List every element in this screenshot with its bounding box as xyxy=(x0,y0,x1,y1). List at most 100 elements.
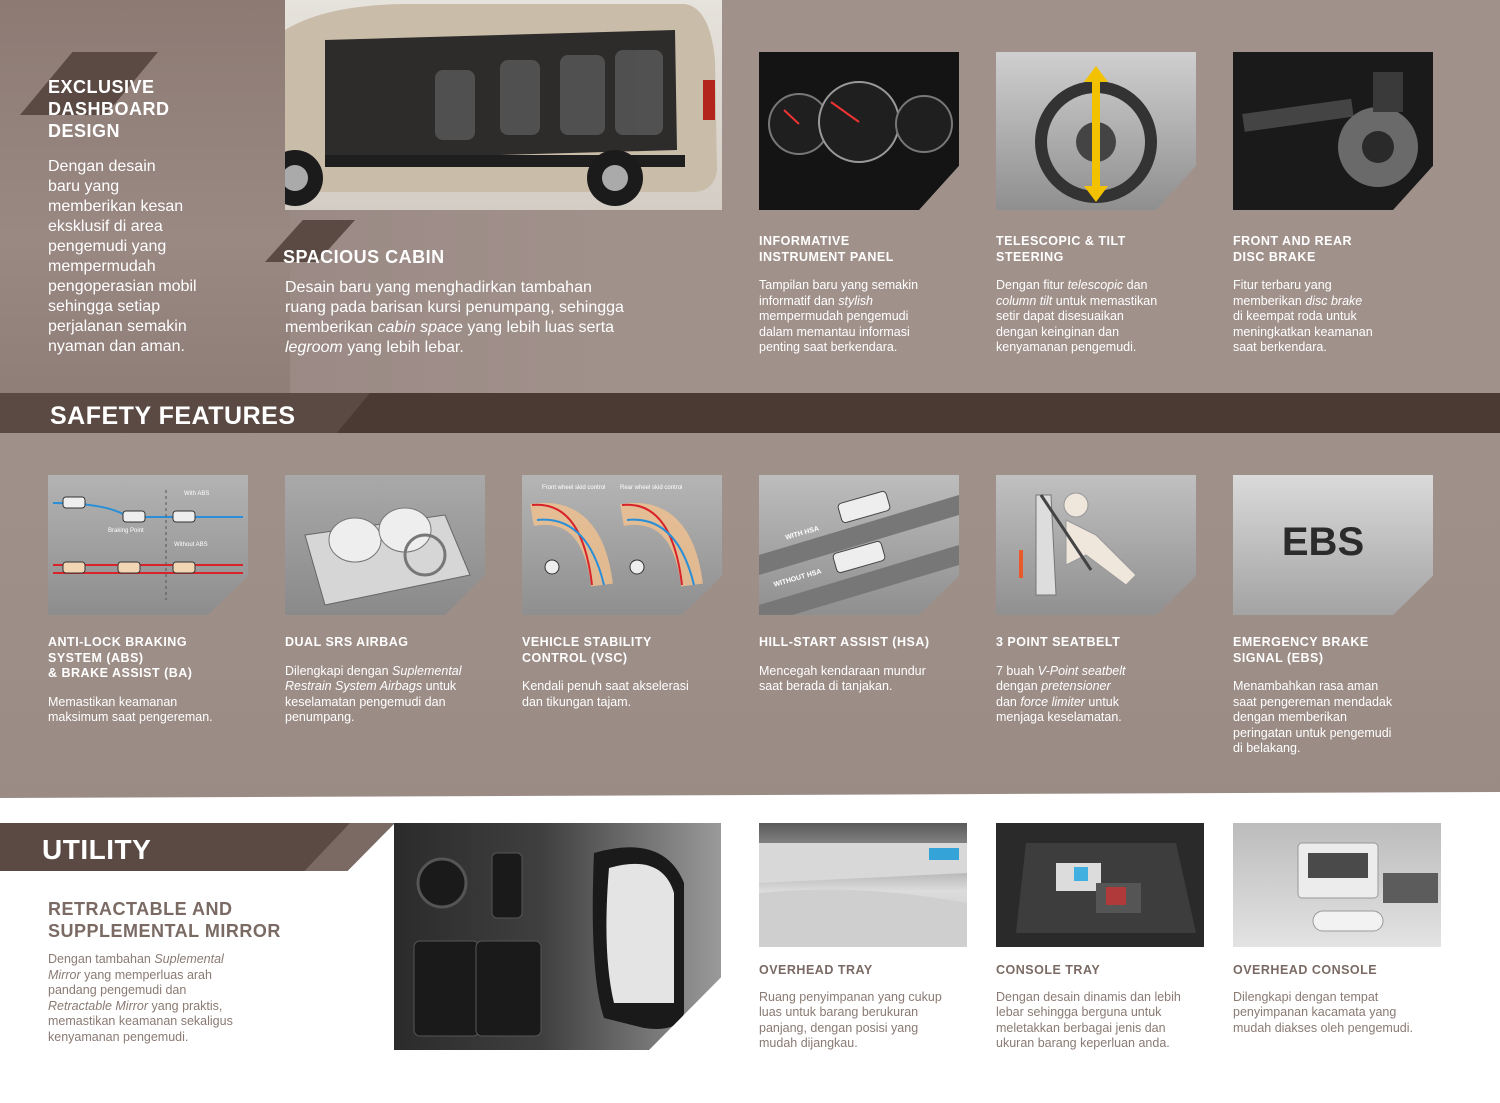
feature-desc-line: Mencegah kendaraan mundur xyxy=(759,663,926,678)
utility-heading: UTILITY xyxy=(42,834,152,865)
feature-desc-line: penting saat berkendara. xyxy=(759,340,898,354)
feature-desc-line: Fitur terbaru yang xyxy=(1233,278,1332,292)
abs-illustration: With ABS Braking Point Without ABS xyxy=(48,475,248,615)
feature-desc-line: mudah dijangkau. xyxy=(759,1036,858,1050)
airbag-feature: DUAL SRS AIRBAG Dilengkapi dengan Suplem… xyxy=(285,635,505,726)
abs-braking-label: Braking Point xyxy=(108,528,144,534)
console-tray-photo xyxy=(996,823,1204,947)
disc-brake-feature: FRONT AND REAR DISC BRAKE Fitur terbaru … xyxy=(1233,234,1443,356)
cabin-desc-line: ruang pada barisan kursi penumpang, sehi… xyxy=(285,299,624,316)
console-tray-feature: CONSOLE TRAY Dengan desain dinamis dan l… xyxy=(996,963,1226,1052)
feature-title-line: ANTI-LOCK BRAKING xyxy=(48,635,188,649)
feature-desc-line: column tilt untuk memastikan xyxy=(996,293,1158,308)
mirror-photo xyxy=(394,823,721,1050)
overhead-console-feature: OVERHEAD CONSOLE Dilengkapi dengan tempa… xyxy=(1233,963,1463,1036)
feature-desc-line: mudah diakses oleh pengemudi. xyxy=(1233,1020,1413,1035)
feature-desc-line: peringatan untuk pengemudi xyxy=(1233,725,1392,740)
dashboard-title-line: EXCLUSIVE xyxy=(48,77,155,97)
airbag-illustration xyxy=(285,475,485,615)
feature-desc-line: dengan keinginan dan xyxy=(996,324,1120,339)
seatbelt-illustration xyxy=(996,475,1196,615)
feature-desc-line: Restrain System Airbags untuk xyxy=(285,679,457,693)
feature-desc-line: Dilengkapi dengan Suplemental xyxy=(285,663,462,678)
feature-desc-line: Dilengkapi dengan tempat xyxy=(1233,989,1379,1004)
feature-desc-line: kenyamanan pengemudi. xyxy=(48,1029,189,1044)
feature-desc-line: Menambahkan rasa aman xyxy=(1233,679,1379,693)
feature-desc-line: menjaga keselamatan. xyxy=(996,710,1122,724)
feature-desc-line: meningkatkan keamanan xyxy=(1233,324,1373,339)
overhead-tray-photo xyxy=(759,823,967,947)
cabin-desc-line: Desain baru yang menghadirkan tambahan xyxy=(285,279,592,296)
safety-heading: SAFETY FEATURES xyxy=(50,402,296,430)
feature-title-line: 3 POINT SEATBELT xyxy=(996,635,1121,649)
feature-desc-line: Kendali penuh saat akselerasi xyxy=(522,679,689,693)
abs-feature: ANTI-LOCK BRAKING SYSTEM (ABS) & BRAKE A… xyxy=(48,635,268,726)
feature-desc-line: mempermudah pengemudi xyxy=(759,309,909,323)
dashboard-desc-line: memberikan kesan xyxy=(48,198,184,215)
dashboard-desc-line: Dengan desain xyxy=(48,158,156,175)
feature-desc-line: 7 buah V-Point seatbelt xyxy=(996,663,1126,678)
dashboard-desc-line: pengoperasian mobil xyxy=(48,278,197,295)
mirror-description: Dengan tambahan Suplemental Mirror yang … xyxy=(48,952,348,1045)
feature-desc-line: saat berada di tanjakan. xyxy=(759,679,893,693)
dashboard-desc-line: sehingga setiap xyxy=(48,298,161,315)
dashboard-title-line: DESIGN xyxy=(48,121,121,141)
feature-title-line: SIGNAL (EBS) xyxy=(1233,650,1324,665)
feature-desc-line: panjang, dengan posisi yang xyxy=(759,1020,919,1035)
cabin-title: SPACIOUS CABIN xyxy=(283,247,445,267)
instrument-panel-feature: INFORMATIVE INSTRUMENT PANEL Tampilan ba… xyxy=(759,234,959,356)
feature-desc-line: dan force limiter untuk xyxy=(996,694,1119,709)
feature-desc-line: Retractable Mirror yang praktis, xyxy=(48,998,223,1013)
feature-desc-line: dan tikungan tajam. xyxy=(522,694,632,709)
feature-title-line: EMERGENCY BRAKE xyxy=(1233,635,1369,649)
safety-banner-accent xyxy=(0,393,370,433)
feature-desc-line: setir dapat disesuaikan xyxy=(996,309,1124,323)
steering-photo xyxy=(996,52,1196,210)
feature-title-line: OVERHEAD TRAY xyxy=(759,963,873,977)
feature-desc-line: informatif dan stylish xyxy=(759,293,873,308)
cabin-van-photo xyxy=(285,0,722,210)
section-divider xyxy=(0,792,1500,802)
feature-desc-line: penumpang. xyxy=(285,710,355,724)
feature-desc-line: Ruang penyimpanan yang cukup xyxy=(759,989,942,1004)
ebs-logo-text: EBS xyxy=(1281,520,1365,564)
vsc-front-label: Front wheel skid control xyxy=(542,485,606,491)
overhead-tray-feature: OVERHEAD TRAY Ruang penyimpanan yang cuk… xyxy=(759,963,979,1052)
feature-desc-line: saat pengereman mendadak xyxy=(1233,694,1393,709)
hsa-illustration: WITH HSA WITHOUT HSA xyxy=(759,475,959,615)
feature-title-line: HILL-START ASSIST (HSA) xyxy=(759,635,930,649)
feature-desc-line: dengan pretensioner xyxy=(996,679,1111,693)
ebs-feature: EMERGENCY BRAKE SIGNAL (EBS) Menambahkan… xyxy=(1233,635,1453,757)
feature-title-line: DUAL SRS AIRBAG xyxy=(285,635,409,649)
cabin-desc-line: memberikan cabin space yang lebih luas s… xyxy=(285,319,615,336)
feature-desc-line: dengan memberikan xyxy=(1233,710,1347,724)
feature-desc-line: keselamatan pengemudi dan xyxy=(285,694,446,709)
dashboard-desc-line: eksklusif di area xyxy=(48,218,163,235)
feature-desc-line: Dengan fitur telescopic dan xyxy=(996,278,1148,292)
feature-desc-line: Mirror yang memperluas arah xyxy=(48,967,212,982)
abs-without-label: Without ABS xyxy=(174,542,208,548)
feature-title-line: CONSOLE TRAY xyxy=(996,963,1101,977)
feature-desc-line: penyimpanan kacamata yang xyxy=(1233,1005,1397,1019)
feature-desc-line: memberikan disc brake xyxy=(1233,293,1363,308)
vsc-illustration: Front wheel skid control Rear wheel skid… xyxy=(522,475,722,615)
dashboard-title-line: DASHBOARD xyxy=(48,99,170,119)
feature-title-line: DISC BRAKE xyxy=(1233,249,1316,264)
feature-title-line: TELESCOPIC & TILT xyxy=(996,234,1126,248)
feature-title-line: INSTRUMENT PANEL xyxy=(759,249,894,264)
feature-title-line: OVERHEAD CONSOLE xyxy=(1233,963,1378,977)
feature-title-line: & BRAKE ASSIST (BA) xyxy=(48,666,193,680)
dashboard-desc-line: mempermudah xyxy=(48,258,156,275)
dashboard-desc-line: baru yang xyxy=(48,178,120,195)
abs-with-label: With ABS xyxy=(184,491,210,497)
mirror-title-line: RETRACTABLE AND xyxy=(48,899,233,919)
vsc-feature: VEHICLE STABILITY CONTROL (VSC) Kendali … xyxy=(522,635,742,710)
overhead-console-photo xyxy=(1233,823,1441,947)
feature-desc-line: Tampilan baru yang semakin xyxy=(759,278,919,292)
utility-banner xyxy=(0,823,350,871)
vsc-rear-label: Rear wheel skid control xyxy=(620,485,683,491)
cabin-description: Desain baru yang menghadirkan tambahan r… xyxy=(285,278,705,358)
feature-desc-line: ukuran barang keperluan anda. xyxy=(996,1036,1170,1050)
disc-brake-photo xyxy=(1233,52,1433,210)
seatbelt-feature: 3 POINT SEATBELT 7 buah V-Point seatbelt… xyxy=(996,635,1216,726)
